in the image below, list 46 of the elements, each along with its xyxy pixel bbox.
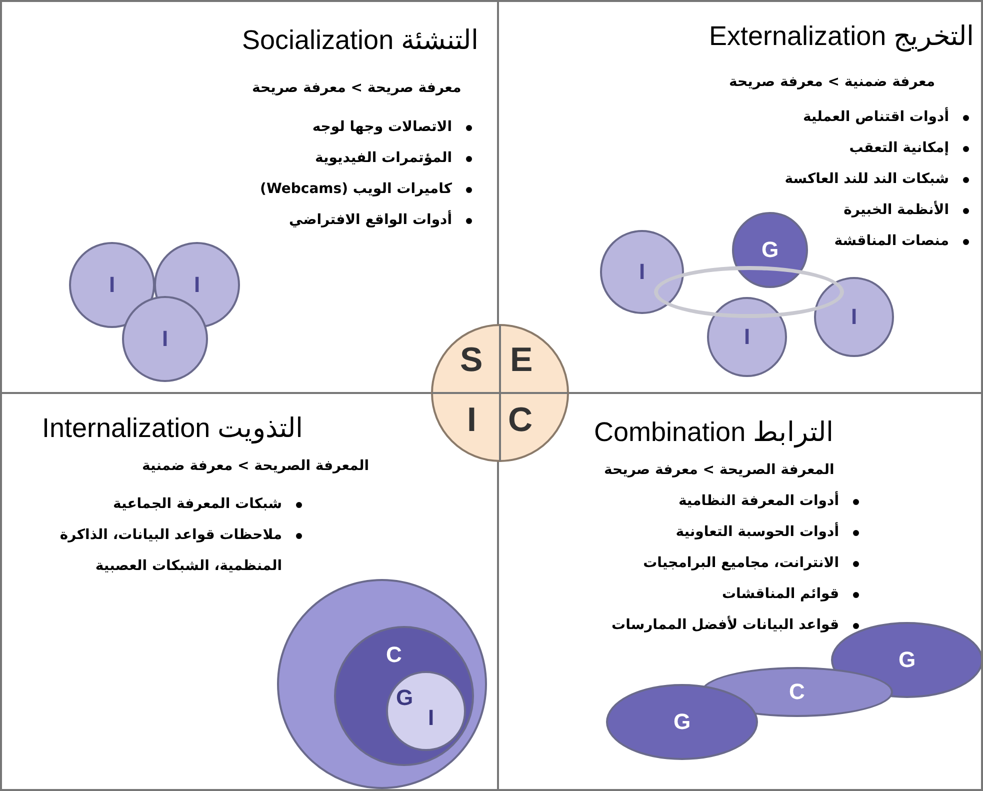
quadrant-letter: E xyxy=(510,341,533,380)
bullet-text: أدوات الواقع الافتراضي xyxy=(289,209,452,230)
bullet-text: أدوات المعرفة النظامية xyxy=(678,490,839,511)
circle-letter: I xyxy=(162,326,168,352)
bullet-text: كاميرات الويب (Webcams) xyxy=(260,180,452,199)
bullet-text: قوائم المناقشات xyxy=(722,585,839,604)
bullet-text: شبكات المعرفة الجماعية xyxy=(113,495,282,514)
circle-letter: C xyxy=(386,642,402,668)
quadrant-title: Socialization التنشئة xyxy=(242,24,480,56)
bullet-text: الانترانت، مجاميع البرامجيات xyxy=(643,554,839,573)
quadrant-title: Internalization التذويت xyxy=(42,412,304,444)
quadrant-panel xyxy=(0,392,499,791)
bullet-text: أدوات الحوسبة التعاونية xyxy=(676,521,839,542)
bullet-text: شبكات الند للند العاكسة xyxy=(784,170,949,189)
quadrant-panel xyxy=(0,0,499,394)
circle-letter: I xyxy=(744,324,750,350)
model-circle xyxy=(430,323,570,463)
bullet-text: ملاحظات قواعد البيانات، الذاكرة المنظمية، الشبكات العصبية xyxy=(58,526,282,576)
bullet-text: المؤتمرات الفيديوية xyxy=(314,149,452,168)
circle-letter: G xyxy=(761,237,779,263)
bullet-text: منصات المناقشة xyxy=(834,232,949,251)
circle-letter: I xyxy=(194,272,200,298)
circle-letter: I xyxy=(850,304,858,330)
quadrant-title: Externalization التخريج xyxy=(709,20,975,52)
circle-letter: I xyxy=(638,259,646,285)
bullet-text: إمكانية التعقب xyxy=(849,139,949,158)
quadrant-panel xyxy=(497,0,983,394)
quadrant-letter: I xyxy=(467,401,476,440)
circle-letter: C xyxy=(789,679,805,705)
quadrant-letter: C xyxy=(508,401,533,440)
conversion-label: معرفة صريحة > معرفة صريحة xyxy=(252,80,462,96)
bullet-text: أدوات اقتناص العملية xyxy=(802,106,949,127)
quadrant-title: Combination الترابط xyxy=(594,416,834,448)
quadrant-panel xyxy=(497,392,983,791)
conversion-label: المعرفة الصريحة > معرفة ضمنية xyxy=(142,458,370,474)
conversion-label: معرفة ضمنية > معرفة صريحة xyxy=(729,74,936,90)
circle-letter: G xyxy=(673,709,691,735)
circle-letter: I xyxy=(108,272,116,298)
bullet-text: الاتصالات وجها لوجه xyxy=(312,118,452,137)
bullet-text: قواعد البيانات لأفضل الممارسات xyxy=(612,614,839,635)
circle-letter: I xyxy=(428,705,434,731)
circle-letter: G xyxy=(898,647,916,673)
quadrant-letter: S xyxy=(460,341,483,380)
conversion-label: المعرفة الصريحة > معرفة صريحة xyxy=(604,462,834,478)
circle-letter: G xyxy=(396,685,414,711)
bullet-text: الأنظمة الخبيرة xyxy=(844,200,949,220)
